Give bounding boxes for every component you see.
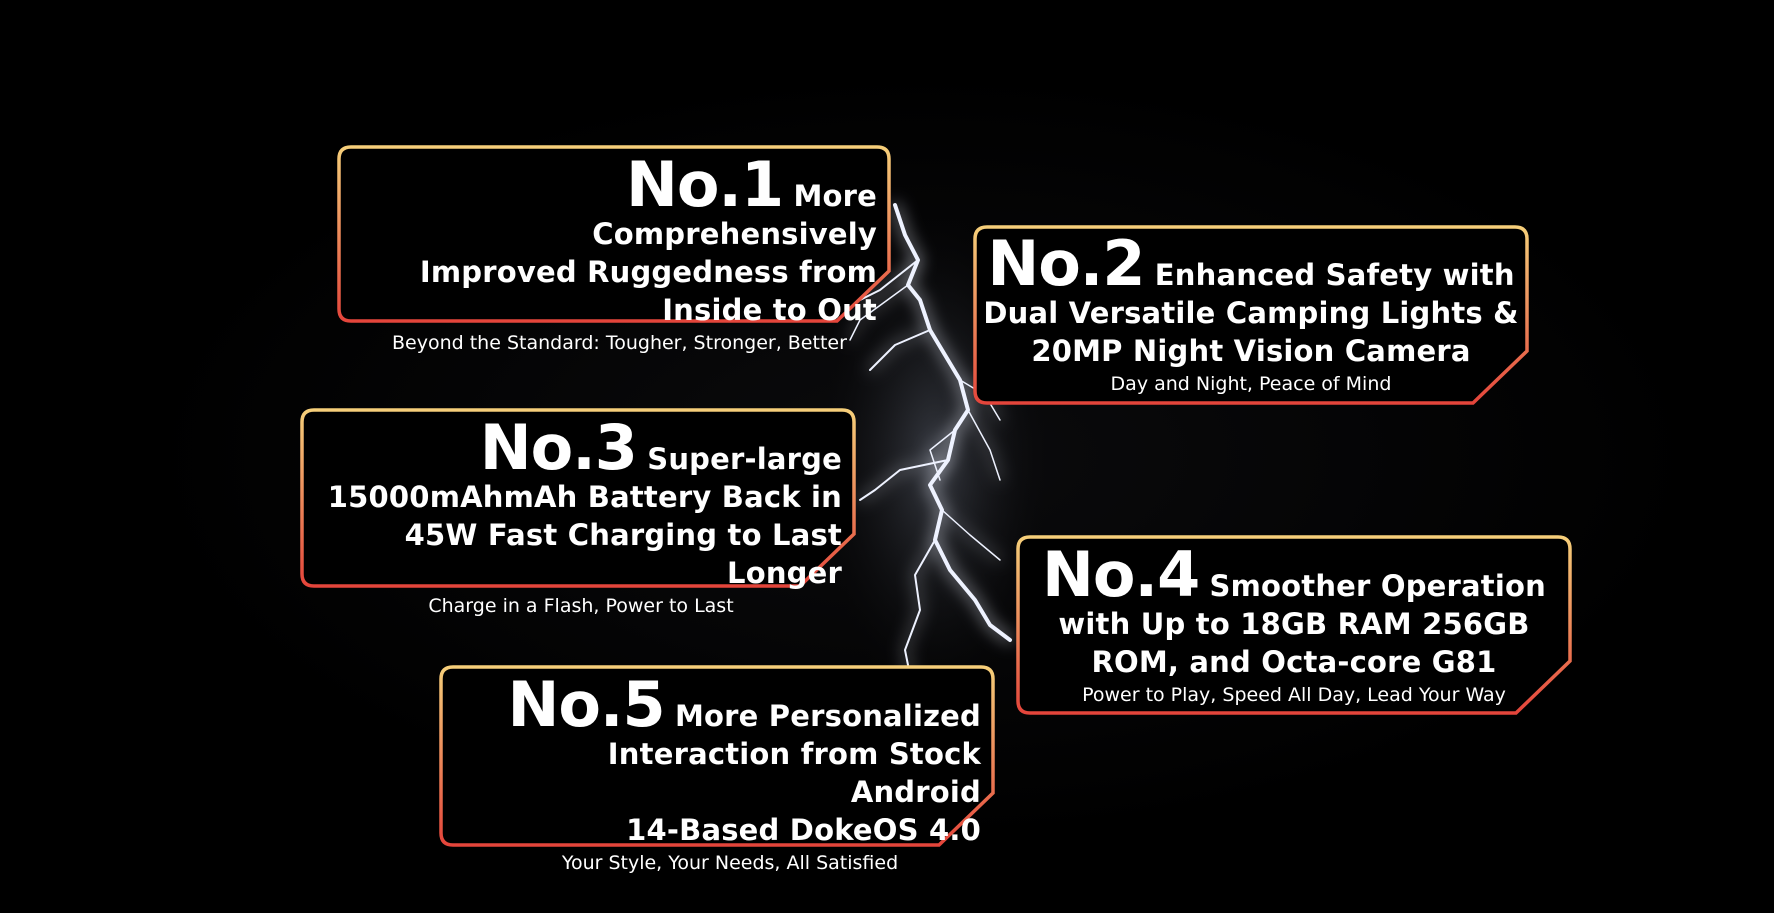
card-title-line: 45W Fast Charging to Last Longer [404, 518, 842, 590]
card-subtitle: Day and Night, Peace of Mind [1110, 373, 1392, 395]
card-frame [337, 145, 891, 323]
card-subtitle: Charge in a Flash, Power to Last [428, 595, 734, 617]
card-number: No.3 [479, 411, 638, 484]
card-title-line: 20MP Night Vision Camera [1031, 334, 1471, 368]
feature-card-3: No.3 Super-large 15000mAhmAh Battery Bac… [300, 408, 856, 617]
card-title-line: More Personalized [674, 699, 981, 733]
card-subtitle: Beyond the Standard: Tougher, Stronger, … [392, 332, 847, 354]
card-title-line: Enhanced Safety with [1154, 258, 1515, 292]
card-title-line: Inside to Out [662, 293, 877, 327]
card-title: No.1 More Comprehensively Improved Rugge… [377, 154, 877, 329]
feature-card-1: No.1 More Comprehensively Improved Rugge… [337, 145, 891, 354]
card-title-line: ROM, and Octa-core G81 [1091, 645, 1497, 679]
card-title-line: Interaction from Stock Android [607, 737, 981, 809]
card-frame [439, 665, 995, 847]
card-title-line: Super-large [647, 442, 842, 476]
card-title-line: 14-Based DokeOS 4.0 [626, 813, 981, 847]
card-title-line: More Comprehensively [592, 179, 877, 251]
card-number: No.5 [507, 668, 665, 741]
card-number: No.4 [1042, 538, 1200, 611]
card-title-line: Improved Ruggedness from [419, 255, 877, 289]
card-title: No.5 More Personalized Interaction from … [479, 674, 981, 849]
card-title: No.2 Enhanced Safety with Dual Versatile… [983, 233, 1519, 370]
card-title-line: Smoother Operation [1209, 569, 1546, 603]
card-frame [973, 225, 1529, 405]
card-title-line: Dual Versatile Camping Lights & [983, 296, 1519, 330]
card-number: No.2 [987, 227, 1145, 300]
card-frame [300, 408, 856, 588]
feature-card-5: No.5 More Personalized Interaction from … [439, 665, 995, 874]
feature-card-4: No.4 Smoother Operation with Up to 18GB … [1016, 535, 1572, 715]
card-title-line: 15000mAhmAh Battery Back in [327, 480, 842, 514]
card-subtitle: Power to Play, Speed All Day, Lead Your … [1082, 684, 1506, 706]
card-title-line: with Up to 18GB RAM 256GB [1058, 607, 1530, 641]
card-frame [1016, 535, 1572, 715]
card-number: No.1 [625, 148, 784, 221]
feature-card-2: No.2 Enhanced Safety with Dual Versatile… [973, 225, 1529, 405]
card-subtitle: Your Style, Your Needs, All Satisfied [561, 852, 899, 874]
card-title: No.4 Smoother Operation with Up to 18GB … [1026, 544, 1562, 681]
card-title: No.3 Super-large 15000mAhmAh Battery Bac… [320, 417, 842, 592]
